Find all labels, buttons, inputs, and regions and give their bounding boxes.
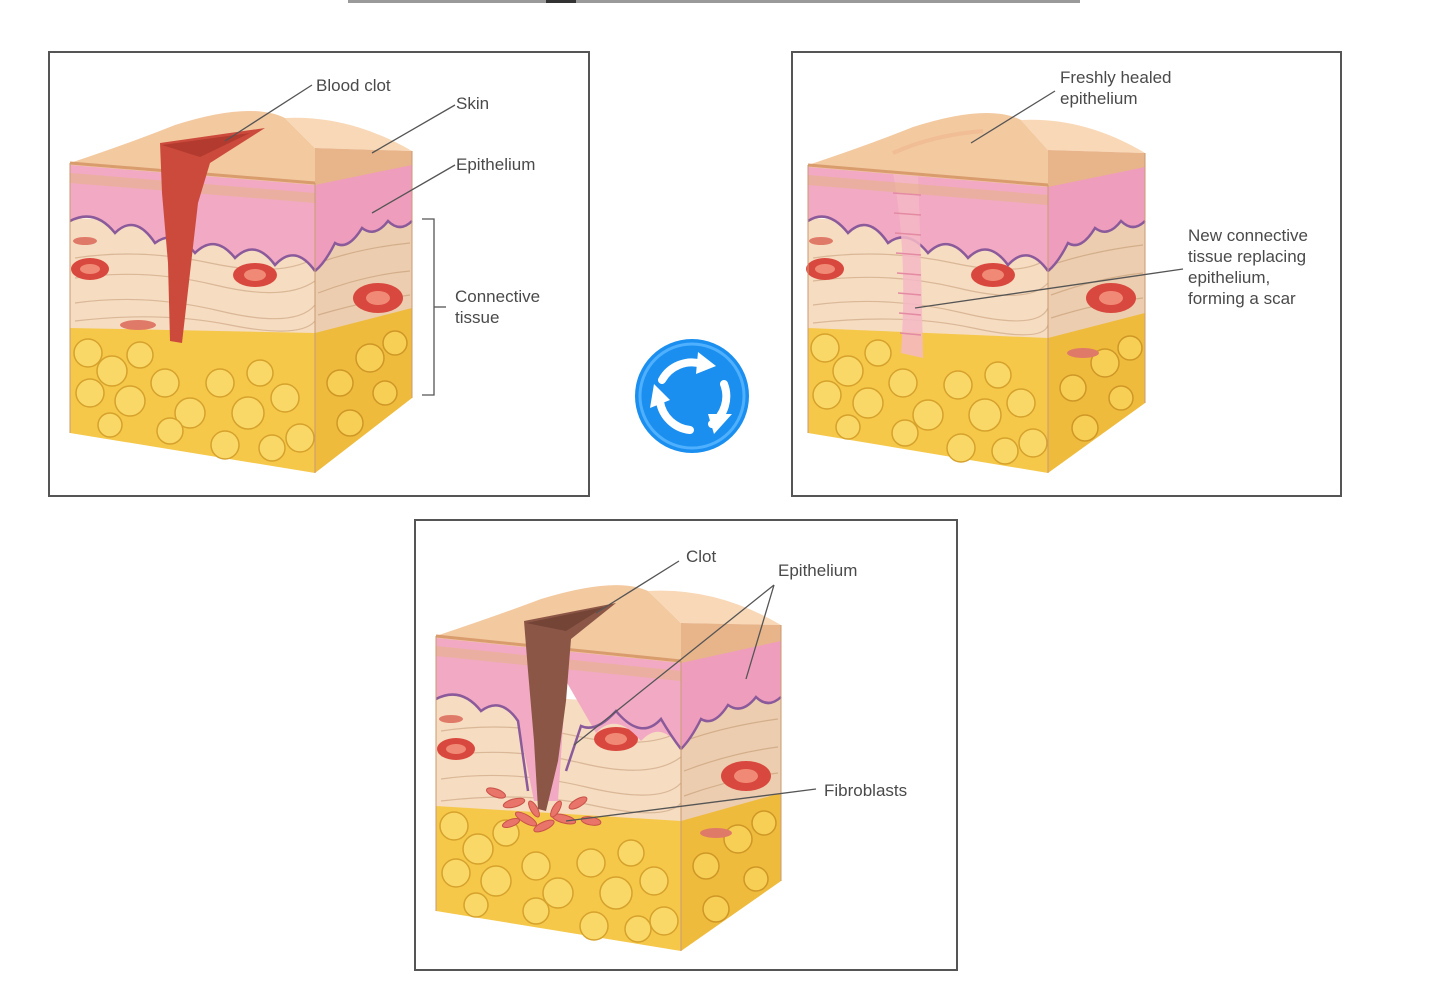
- blood-vessels: [71, 237, 403, 330]
- label-clot: Clot: [686, 547, 717, 566]
- skin-block-illustration-healed: [806, 90, 1184, 473]
- top-divider: [348, 0, 1080, 3]
- label-new-connective-tissue: New connective tissue replacing epitheli…: [1188, 226, 1309, 308]
- skin-block-illustration: [69, 84, 456, 473]
- label-skin: Skin: [456, 94, 490, 113]
- label-epithelium-bottom: Epithelium: [778, 561, 858, 580]
- label-freshly-healed-epithelium: Freshly healed epithelium: [1060, 68, 1172, 108]
- panel-fibroblast-stage: Clot Epithelium Fibroblasts: [414, 519, 958, 971]
- panel-scar-stage: Freshly healed epithelium New connective…: [791, 51, 1342, 497]
- fat-cells: [73, 338, 315, 462]
- skin-block-illustration-fibroblasts: [435, 560, 817, 951]
- blood-clot: [160, 128, 265, 343]
- label-blood-clot: Blood clot: [316, 76, 391, 95]
- clot: [524, 603, 616, 811]
- panel-blood-clot-stage: Blood clot Skin Epithelium Connective ti…: [48, 51, 590, 497]
- label-epithelium: Epithelium: [456, 155, 536, 174]
- label-fibroblasts: Fibroblasts: [824, 781, 908, 800]
- cycle-arrows-icon: [635, 339, 749, 453]
- label-connective-tissue: Connective tissue: [455, 287, 541, 327]
- top-divider-mark: [546, 0, 576, 3]
- label-leader-lines: [224, 84, 456, 396]
- scar-tissue: [892, 173, 923, 358]
